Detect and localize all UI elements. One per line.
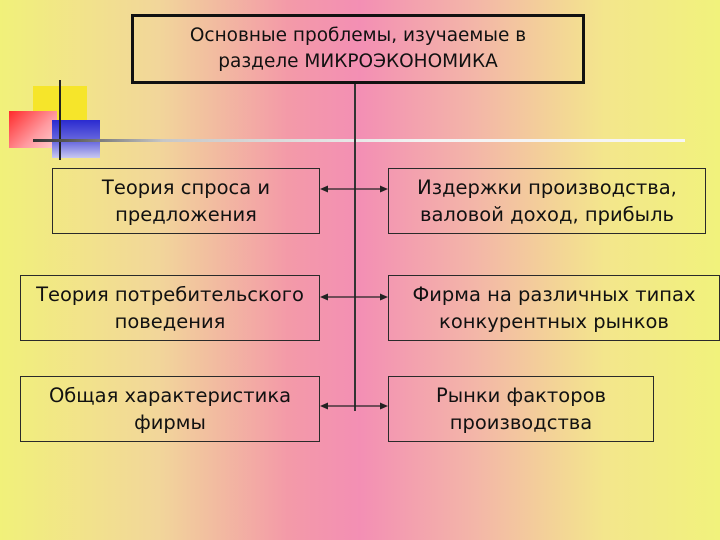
double-arrow-connector: [320, 293, 388, 301]
decorative-red-square: [9, 111, 57, 148]
title-line-2: разделе МИКРОЭКОНОМИКА: [218, 51, 498, 72]
box-label-line: валовой доход, прибыль: [419, 203, 675, 226]
box-firm-market-types: Фирма на различных типах конкурентных ры…: [388, 275, 720, 341]
box-label-line: конкурентных рынков: [439, 310, 669, 333]
double-arrow-connector: [320, 402, 388, 410]
double-arrow-connector: [320, 185, 388, 193]
box-label-line: Теория спроса и: [101, 176, 271, 199]
box-label-line: поведения: [114, 310, 226, 333]
box-label-line: Фирма на различных типах: [412, 283, 696, 306]
box-label-line: производства: [449, 411, 593, 434]
box-label-line: Теория потребительского: [36, 283, 304, 306]
box-label-line: Издержки производства,: [417, 176, 677, 199]
box-firm-characteristics: Общая характеристика фирмы: [20, 376, 320, 442]
box-label-line: Общая характеристика: [48, 384, 292, 407]
box-factor-markets: Рынки факторов производства: [388, 376, 654, 442]
box-production-costs: Издержки производства, валовой доход, пр…: [388, 168, 706, 234]
title-line-1: Основные проблемы, изучаемые в: [189, 25, 527, 46]
box-label-line: предложения: [115, 203, 257, 226]
decorative-vertical-line: [59, 80, 61, 160]
box-supply-demand-theory: Теория спроса и предложения: [52, 168, 320, 234]
diagram-title-box: Основные проблемы, изучаемые в разделе М…: [131, 14, 585, 84]
decorative-horizontal-line: [33, 139, 685, 142]
box-consumer-behavior-theory: Теория потребительского поведения: [20, 275, 320, 341]
central-connector-line: [354, 84, 356, 411]
box-label-line: Рынки факторов: [435, 384, 607, 407]
box-label-line: фирмы: [134, 411, 206, 434]
